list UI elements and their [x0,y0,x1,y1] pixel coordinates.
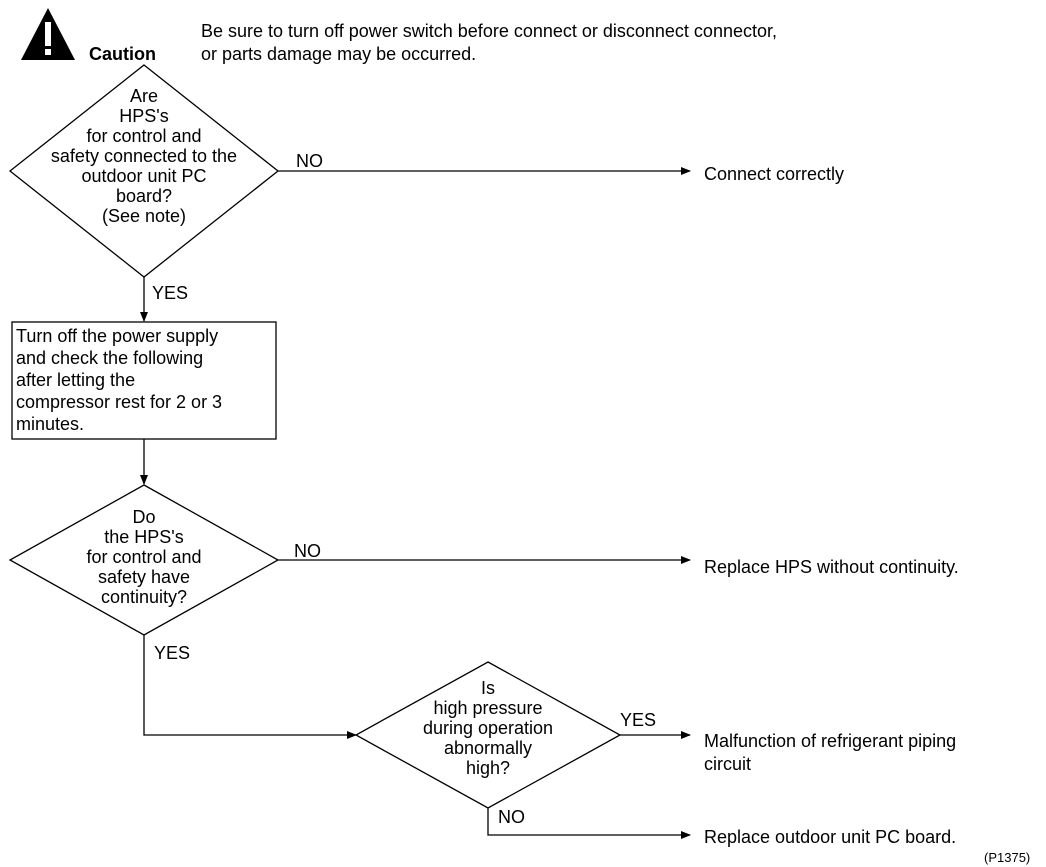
caution-warning-icon [21,8,75,60]
d3-line-3: during operation [422,718,554,738]
d2-line-5: continuity? [100,587,188,607]
caution-text-line-1: Be sure to turn off power switch before … [201,21,777,41]
d3-line-4: abnormally [443,738,533,758]
process-box-text: Turn off the power supply and check the … [16,325,274,435]
d1-line-3: for control and [86,126,202,146]
figure-code: (P1375) [984,850,1031,865]
d2-yes-label: YES [154,643,191,663]
d2-line-2: the HPS's [104,527,184,547]
d1-line-6: board? [115,186,173,206]
process-box-check-hps [11,321,277,440]
d2-no-label: NO [294,541,321,561]
caution-text-line-2: or parts damage may be occurred. [201,44,477,64]
d3-line-5: high? [465,758,511,778]
d3-result-refrigerant-line-1: Malfunction of refrigerant piping [704,731,957,751]
p1-line-5: minutes. [16,414,85,434]
d3-line-1: Is [480,678,495,698]
d3-no-label: NO [498,807,525,827]
d1-yes-label: YES [152,283,189,303]
p1-line-3: after letting the [16,370,136,390]
d1-line-4: safety connected to the [50,146,238,166]
p1-line-4: compressor rest for 2 or 3 [16,392,223,412]
d2-line-3: for control and [86,547,202,567]
p1-line-1: Turn off the power supply [16,326,219,346]
d1-line-5: outdoor unit PC [81,166,207,186]
p1-line-2: and check the following [16,348,204,368]
d3-result-refrigerant-line-2: circuit [704,754,752,774]
d3-result-replace-pc-board: Replace outdoor unit PC board. [704,827,957,847]
d1-line-7: (See note) [101,206,187,226]
d1-no-label: NO [296,151,323,171]
d3-line-2: high pressure [433,698,543,718]
d2-line-1: Do [132,507,156,527]
d3-yes-label: YES [620,710,657,730]
d1-line-2: HPS's [119,106,169,126]
d2-question-text: Do the HPS's for control and safety have… [0,507,288,607]
d1-question-text: Are HPS's for control and safety connect… [0,86,288,226]
d3-no-connector [487,808,691,839]
d2-line-4: safety have [97,567,191,587]
d2-result-replace-hps: Replace HPS without continuity. [704,557,959,577]
d1-line-1: Are [129,86,158,106]
d3-question-text: Is high pressure during operation abnorm… [388,678,588,778]
d1-result-connect-correctly: Connect correctly [704,164,845,184]
caution-label: Caution [89,44,156,64]
d2-yes-connector [143,635,357,739]
